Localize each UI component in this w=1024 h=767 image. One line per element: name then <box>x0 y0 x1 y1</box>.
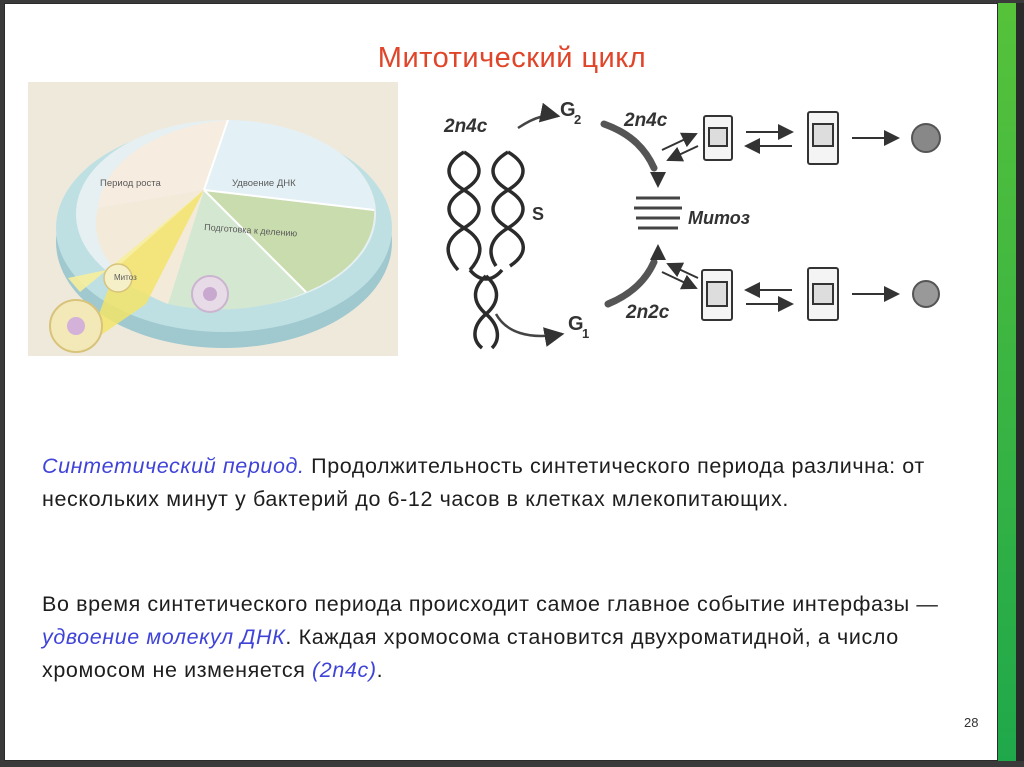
pie-sector-dna-doubling <box>204 120 374 210</box>
ploidy-formula: (2n4c) <box>312 658 377 682</box>
g1-phase-subscript: 1 <box>582 326 589 341</box>
cell-cycle-pie-figure: Период роста Удвоение ДНК Подготовка к д… <box>28 82 398 356</box>
paragraph-dna-doubling: Во время синтетического периода происход… <box>42 588 972 687</box>
mitosis-label: Митоз <box>688 208 750 228</box>
pie-label-growth: Период роста <box>100 178 162 189</box>
pie-sector-growth-top <box>98 120 228 208</box>
g2-phase-subscript: 2 <box>574 112 581 127</box>
g2-phase-label: G <box>560 99 576 121</box>
arrow-to-g2 <box>517 102 561 130</box>
lower-cell-sequence <box>661 262 940 321</box>
mitosis-chromosomes <box>634 196 682 230</box>
dna-helix-illustration <box>446 150 525 350</box>
side-accent-bar <box>998 3 1016 761</box>
pie-sector-preparation <box>204 190 375 292</box>
cycle-diagram-svg: 2n4c G 2 2n4c S Митоз 2n2c G 1 <box>443 99 941 350</box>
page-number: 28 <box>964 715 979 730</box>
g2-right-ploidy-label: 2n4c <box>623 110 668 131</box>
arrow-mitosis-to-g1 <box>604 258 658 308</box>
paragraph-2-part-1: Во время синтетического периода происход… <box>42 592 939 616</box>
g1-phase-label: G <box>568 313 584 335</box>
dna-doubling-highlight: удвоение молекул ДНК <box>42 625 286 649</box>
g1-ploidy-label: 2n2c <box>625 302 670 323</box>
paragraph-1-body: Продолжительность синтетического периода… <box>42 454 925 511</box>
pie-label-mitosis: Митоз <box>114 273 137 282</box>
g2-ploidy-label: 2n4c <box>443 116 488 137</box>
s-phase-label: S <box>532 204 544 224</box>
mitotic-cycle-diagram: 2n4c G 2 2n4c S Митоз 2n2c G 1 <box>436 94 976 354</box>
paragraph-synthetic-period-duration: Синтетический период. Продолжительность … <box>42 450 972 516</box>
arrow-g2-to-mitosis <box>600 120 658 172</box>
slide-title: Митотический цикл <box>377 42 647 74</box>
paragraph-2-end: . <box>376 658 384 682</box>
arrow-to-g1 <box>494 313 565 347</box>
pie-label-dna-doubling: Удвоение ДНК <box>232 178 296 189</box>
cell-illustration-3 <box>103 263 133 293</box>
pie-illustration: Период роста Удвоение ДНК Подготовка к д… <box>28 82 398 356</box>
upper-cell-sequence <box>661 111 941 165</box>
paragraph-2-part-2: . Каждая хромосома становится двухромати… <box>42 625 899 682</box>
synthetic-period-heading: Синтетический период. <box>42 454 305 478</box>
side-accent-edge <box>1016 3 1024 761</box>
pie-mitosis-wedge <box>88 190 204 344</box>
